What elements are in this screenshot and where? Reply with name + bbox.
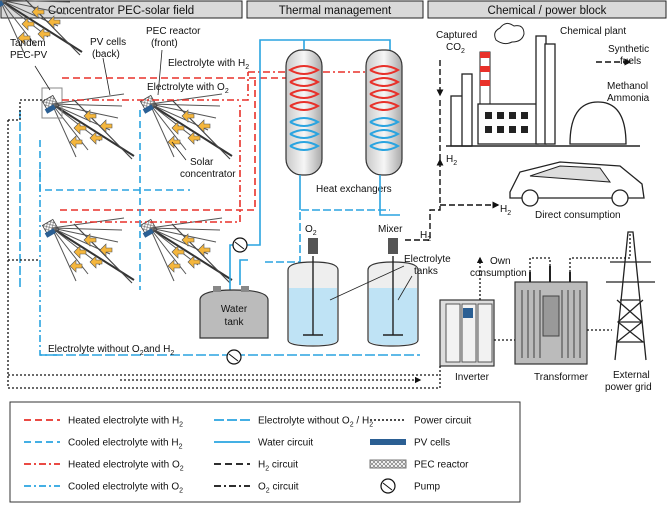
legend-label: Water circuit	[258, 438, 313, 449]
own-label-2: consumption	[470, 268, 527, 279]
inverter-label: Inverter	[455, 372, 490, 383]
header-chemical: Chemical / power block	[488, 5, 607, 17]
power-circuit	[7, 99, 631, 389]
legend-item: PV cells	[370, 438, 450, 449]
power-pylon	[606, 231, 655, 361]
water-tank-label-1: Water	[221, 304, 248, 315]
water-tank: Water tank	[199, 286, 269, 339]
water-circuit	[229, 39, 400, 290]
legend-item: Power circuit	[370, 416, 471, 427]
transformer-label: Transformer	[534, 372, 589, 383]
tandem-label-1: Tandem	[10, 38, 46, 49]
pv-cells-label-2: (back)	[92, 49, 120, 60]
section-headers: Concentrator PEC-solar field Thermal man…	[0, 0, 667, 19]
legend-label: PEC reactor	[414, 460, 469, 471]
electrolyte-tank-2	[367, 238, 419, 347]
pv-cells-label-1: PV cells	[90, 37, 126, 48]
field-labels: Tandem PEC-PV PV cells (back) PEC reacto…	[10, 26, 236, 180]
electrolyte-without-label: Electrolyte without O2and H2	[48, 344, 174, 357]
methanol-label: Methanol	[607, 81, 648, 92]
direct-consumption-label: Direct consumption	[535, 210, 621, 221]
legend-label: O2 circuit	[258, 482, 299, 495]
legend: Heated electrolyte with H2 Cooled electro…	[9, 401, 521, 503]
tandem-label-2: PEC-PV	[10, 50, 48, 61]
legend-label: Electrolyte without O2 / H2	[258, 416, 373, 429]
pec-reactor-swatch	[369, 459, 407, 469]
legend-item: Electrolyte without O2 / H2	[214, 416, 373, 429]
legend-label: Pump	[414, 482, 441, 493]
inverter	[439, 299, 495, 367]
legend-item: PEC reactor	[369, 459, 469, 471]
captured-label-2: CO2	[446, 42, 465, 55]
pump-bottom	[226, 349, 242, 365]
pump-top	[232, 237, 248, 253]
pec-reactor-label-2: (front)	[151, 38, 178, 49]
legend-label: Heated electrolyte with H2	[68, 416, 183, 429]
solar-concentrator	[0, 0, 83, 56]
electrolyte-h2-label: Electrolyte with H2	[168, 58, 249, 71]
o2-label: O2	[305, 224, 317, 237]
legend-item: H2 circuit	[214, 460, 298, 473]
legend-item: Heated electrolyte with O2	[24, 460, 184, 473]
pv-cells-swatch	[370, 439, 406, 445]
car	[509, 161, 645, 207]
h2-car-label: H2	[500, 204, 511, 217]
tandem-highlight	[41, 87, 63, 119]
external-label-2: power grid	[605, 382, 652, 393]
pump-icon	[380, 478, 396, 494]
h2-mixer-label: H2	[420, 230, 431, 243]
heat-exchangers-label: Heat exchangers	[316, 184, 392, 195]
tank-leader-lines	[329, 265, 413, 301]
electrolyte-flow-labels: Electrolyte with H2 Electrolyte with O2 …	[48, 58, 249, 357]
pec-reactor-label-1: PEC reactor	[146, 26, 201, 37]
legend-item: Heated electrolyte with H2	[24, 416, 183, 429]
heat-exchanger-1	[285, 49, 323, 176]
electrolyte-o2-label: Electrolyte with O2	[147, 82, 229, 95]
synthetic-label-1: Synthetic	[608, 44, 649, 55]
legend-label: Cooled electrolyte with O2	[68, 482, 183, 495]
legend-label: H2 circuit	[258, 460, 298, 473]
header-field: Concentrator PEC-solar field	[48, 5, 194, 17]
tank-labels: O2 Mixer H2 Electrolyte tanks	[305, 224, 451, 277]
legend-item: Cooled electrolyte with O2	[24, 482, 183, 495]
h2-plant-label: H2	[446, 154, 457, 167]
power-labels: Own consumption Inverter Transformer Ext…	[455, 256, 652, 393]
legend-item: Pump	[380, 478, 441, 494]
legend-label: Power circuit	[414, 416, 471, 427]
external-label-1: External	[613, 370, 650, 381]
electrolyte-tank-1	[287, 238, 339, 347]
ammonia-label: Ammonia	[607, 93, 650, 104]
solar-label-1: Solar	[190, 157, 214, 168]
legend-item: Cooled electrolyte with H2	[24, 438, 183, 451]
legend-label: PV cells	[414, 438, 450, 449]
chemical-labels: Captured CO2 Chemical plant Synthetic fu…	[436, 26, 650, 221]
h2-circuit	[405, 58, 632, 241]
chemical-plant	[446, 22, 640, 147]
field-leader-lines	[34, 49, 187, 161]
electrolyte-tanks-label-2: tanks	[414, 266, 438, 277]
solar-label-2: concentrator	[180, 169, 236, 180]
legend-item: Water circuit	[214, 438, 313, 449]
water-tank-label-2: tank	[225, 317, 245, 328]
electrolyte-tanks-label-1: Electrolyte	[404, 254, 451, 265]
legend-label: Cooled electrolyte with H2	[68, 438, 183, 451]
synthetic-label-2: fuels	[620, 56, 641, 67]
legend-item: O2 circuit	[214, 482, 299, 495]
heat-exchanger-2	[365, 49, 403, 176]
mixer-label: Mixer	[378, 224, 403, 235]
header-thermal: Thermal management	[279, 5, 392, 17]
chemical-plant-label: Chemical plant	[560, 26, 626, 37]
captured-label-1: Captured	[436, 30, 477, 41]
legend-label: Heated electrolyte with O2	[68, 460, 184, 473]
own-label-1: Own	[490, 256, 511, 267]
transformer	[514, 266, 588, 365]
